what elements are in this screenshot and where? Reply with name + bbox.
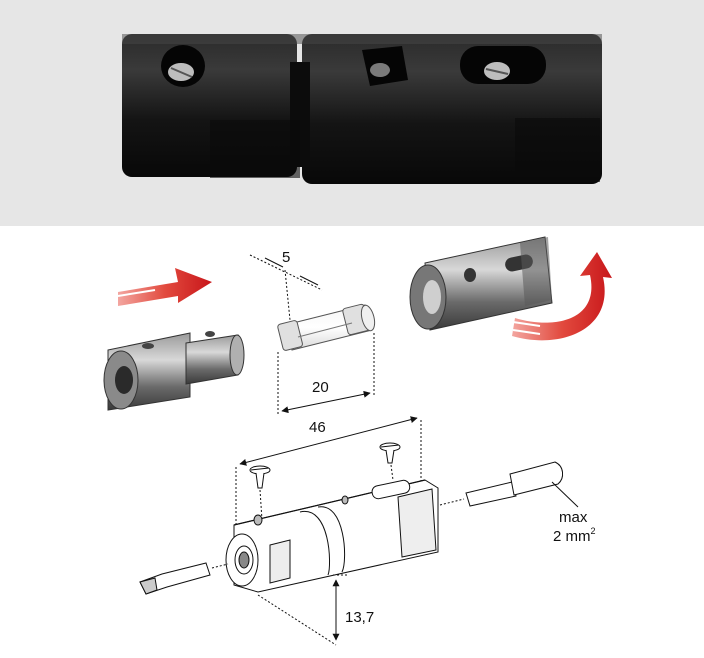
wire-right [439, 461, 579, 508]
wire-area-label: 2 mm2 [553, 526, 596, 545]
dimension-fuse-length [277, 333, 375, 415]
fuse-holder-half-left [103, 331, 245, 411]
dimension-fuse-diameter [249, 254, 323, 321]
screw-right [379, 442, 401, 481]
fuse-holder-half-right [409, 236, 553, 331]
wire-left [139, 562, 229, 595]
wire-area-superscript: 2 [591, 526, 596, 536]
black-fuse-holder-photo [122, 34, 602, 184]
glass-fuse [277, 303, 376, 351]
dimension-body-height [257, 574, 348, 646]
fuse-length-label: 20 [312, 379, 329, 396]
wire-area-value: 2 mm [553, 528, 591, 545]
wire-max-label: max [559, 509, 588, 526]
overall-length-label: 46 [309, 419, 326, 436]
insert-arrow-icon [117, 268, 212, 306]
screw-left [249, 465, 271, 521]
rotate-arrow-icon [512, 252, 612, 341]
assembled-fuse-holder [225, 479, 439, 593]
fuse-diameter-label: 5 [282, 249, 290, 266]
body-height-label: 13,7 [345, 609, 374, 626]
